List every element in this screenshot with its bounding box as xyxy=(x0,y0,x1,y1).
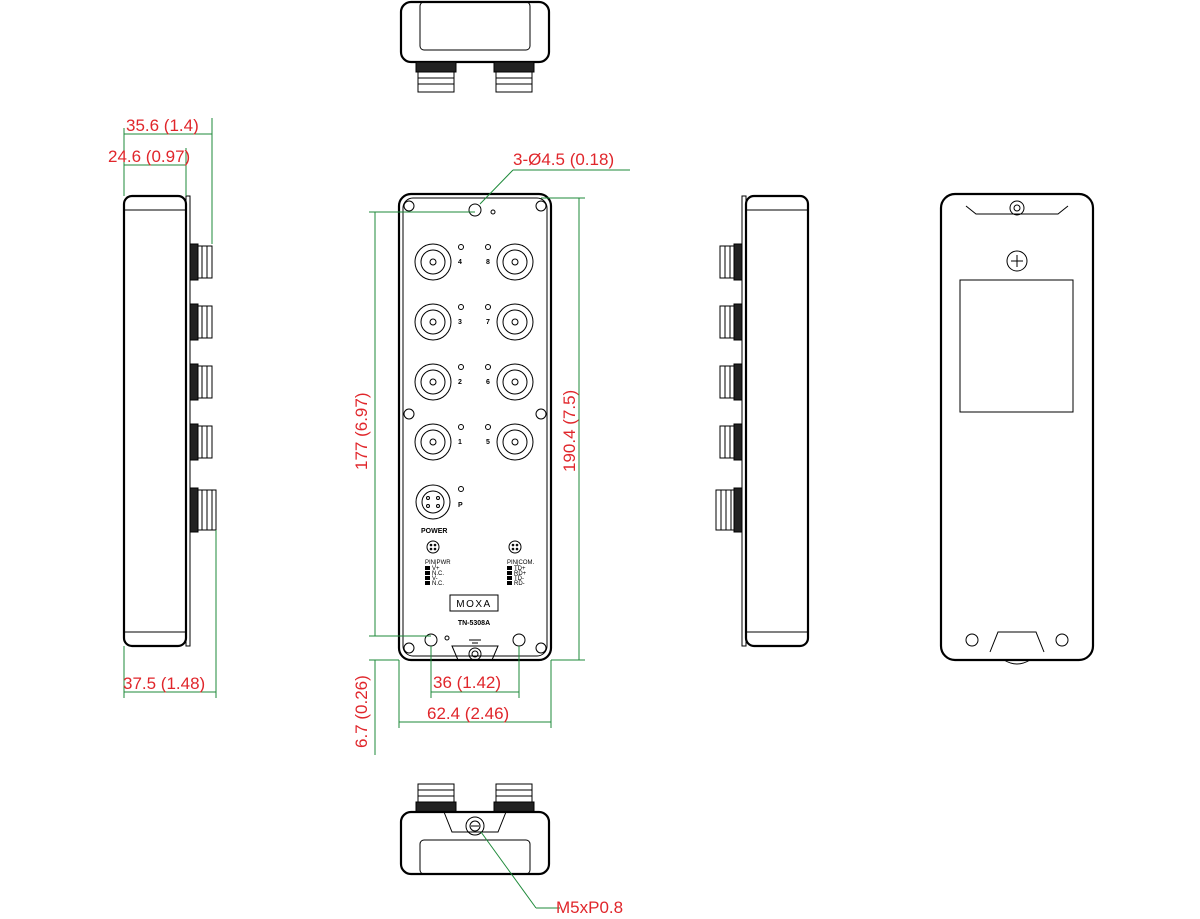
port-label-8: 8 xyxy=(486,259,490,266)
model-label: TN-5308A xyxy=(458,620,490,627)
dim-thread-callout: M5xP0.8 xyxy=(556,898,623,917)
mount-hole-mid-right xyxy=(535,408,547,420)
power-label: POWER xyxy=(421,528,447,535)
pin-table-power-header: PIN|PWR xyxy=(425,560,451,566)
dim-front-height-inner: 177 (6.97) xyxy=(352,393,371,471)
mount-hole-top-center xyxy=(468,203,482,217)
port-5 xyxy=(496,423,534,461)
port-6 xyxy=(496,363,534,401)
right-side-connector-2 xyxy=(719,303,743,341)
pin-power-row-4: N.C. xyxy=(432,581,444,587)
pin-comm-row-4: RD- xyxy=(514,581,525,587)
left-side-power-connector xyxy=(189,487,217,533)
bottom-view xyxy=(399,783,551,876)
top-view xyxy=(399,0,551,93)
right-side-connector-3 xyxy=(719,363,743,401)
dim-front-height-outer: 190.4 (7.5) xyxy=(560,390,579,472)
mount-hole-mid-left xyxy=(403,408,415,420)
pin-table-power: PIN|PWR V+ N.C. V- N.C. xyxy=(425,560,451,587)
port-7 xyxy=(496,303,534,341)
power-port xyxy=(415,484,451,520)
left-side-view xyxy=(122,194,217,648)
left-side-connector-2 xyxy=(189,303,213,341)
dim-side-top-inner: 24.6 (0.97) xyxy=(108,147,190,166)
port-2 xyxy=(414,363,452,401)
pin-comm-row-1: TD+ xyxy=(514,566,526,572)
dim-front-hole-spacing: 36 (1.42) xyxy=(433,673,501,692)
right-side-power-connector xyxy=(715,487,743,533)
brand-text: MOXA xyxy=(456,599,491,610)
rear-view xyxy=(939,192,1095,665)
left-dimensions xyxy=(123,118,217,698)
dim-side-top-outer: 35.6 (1.4) xyxy=(126,116,199,135)
right-side-connector-4 xyxy=(719,423,743,461)
top-connector-right xyxy=(493,61,535,93)
mount-hole-top-right xyxy=(535,200,547,212)
right-side-connector-1 xyxy=(719,243,743,281)
port-label-6: 6 xyxy=(486,379,490,386)
pin-power-row-3: V- xyxy=(432,576,438,582)
ground-screw xyxy=(465,816,485,836)
mount-hole-bottom-right xyxy=(535,642,547,654)
port-3 xyxy=(414,303,452,341)
top-connector-left xyxy=(415,61,457,93)
right-side-view xyxy=(715,194,810,648)
dim-side-bottom: 37.5 (1.48) xyxy=(123,674,205,693)
dim-hole-callout: 3-Ø4.5 (0.18) xyxy=(513,150,614,169)
port-1 xyxy=(414,423,452,461)
mount-hole-bottom-left xyxy=(403,642,415,654)
rear-screw xyxy=(1006,250,1028,272)
ground-tab xyxy=(451,639,499,661)
port-label-4: 4 xyxy=(458,259,462,266)
pin-diagram-comm xyxy=(508,540,522,554)
port-label-5: 5 xyxy=(486,439,490,446)
pin-comm-row-3: TD- xyxy=(514,576,524,582)
port-label-1: 1 xyxy=(458,439,462,446)
port-label-3: 3 xyxy=(458,319,462,326)
front-dimensions xyxy=(369,169,630,755)
dim-front-width: 62.4 (2.46) xyxy=(427,704,509,723)
pin-diagram-power xyxy=(426,540,440,554)
dim-front-tab-height: 6.7 (0.26) xyxy=(352,675,371,748)
port-label-7: 7 xyxy=(486,319,490,326)
port-label-2: 2 xyxy=(458,379,462,386)
power-port-label: P xyxy=(458,502,463,509)
bottom-connector-left xyxy=(415,783,457,813)
pin-table-comm-header: PIN|COM. xyxy=(507,560,535,566)
pin-power-row-1: V+ xyxy=(432,566,440,572)
pin-power-row-2: N.C. xyxy=(432,571,444,577)
pin-comm-row-2: RD+ xyxy=(514,571,527,577)
left-side-connector-3 xyxy=(189,363,213,401)
bottom-connector-right xyxy=(493,783,535,813)
front-view: 4 3 2 1 8 7 6 5 P POWER xyxy=(397,192,553,662)
thread-leader xyxy=(480,831,560,909)
left-side-connector-4 xyxy=(189,423,213,461)
pin-table-comm: PIN|COM. TD+ RD+ TD- RD- xyxy=(507,560,535,587)
port-4 xyxy=(414,243,452,281)
brand-logo: MOXA xyxy=(449,594,499,612)
port-8 xyxy=(496,243,534,281)
rear-label-area xyxy=(959,279,1074,413)
mount-hole-top-left xyxy=(403,200,415,212)
left-side-connector-1 xyxy=(189,243,213,281)
